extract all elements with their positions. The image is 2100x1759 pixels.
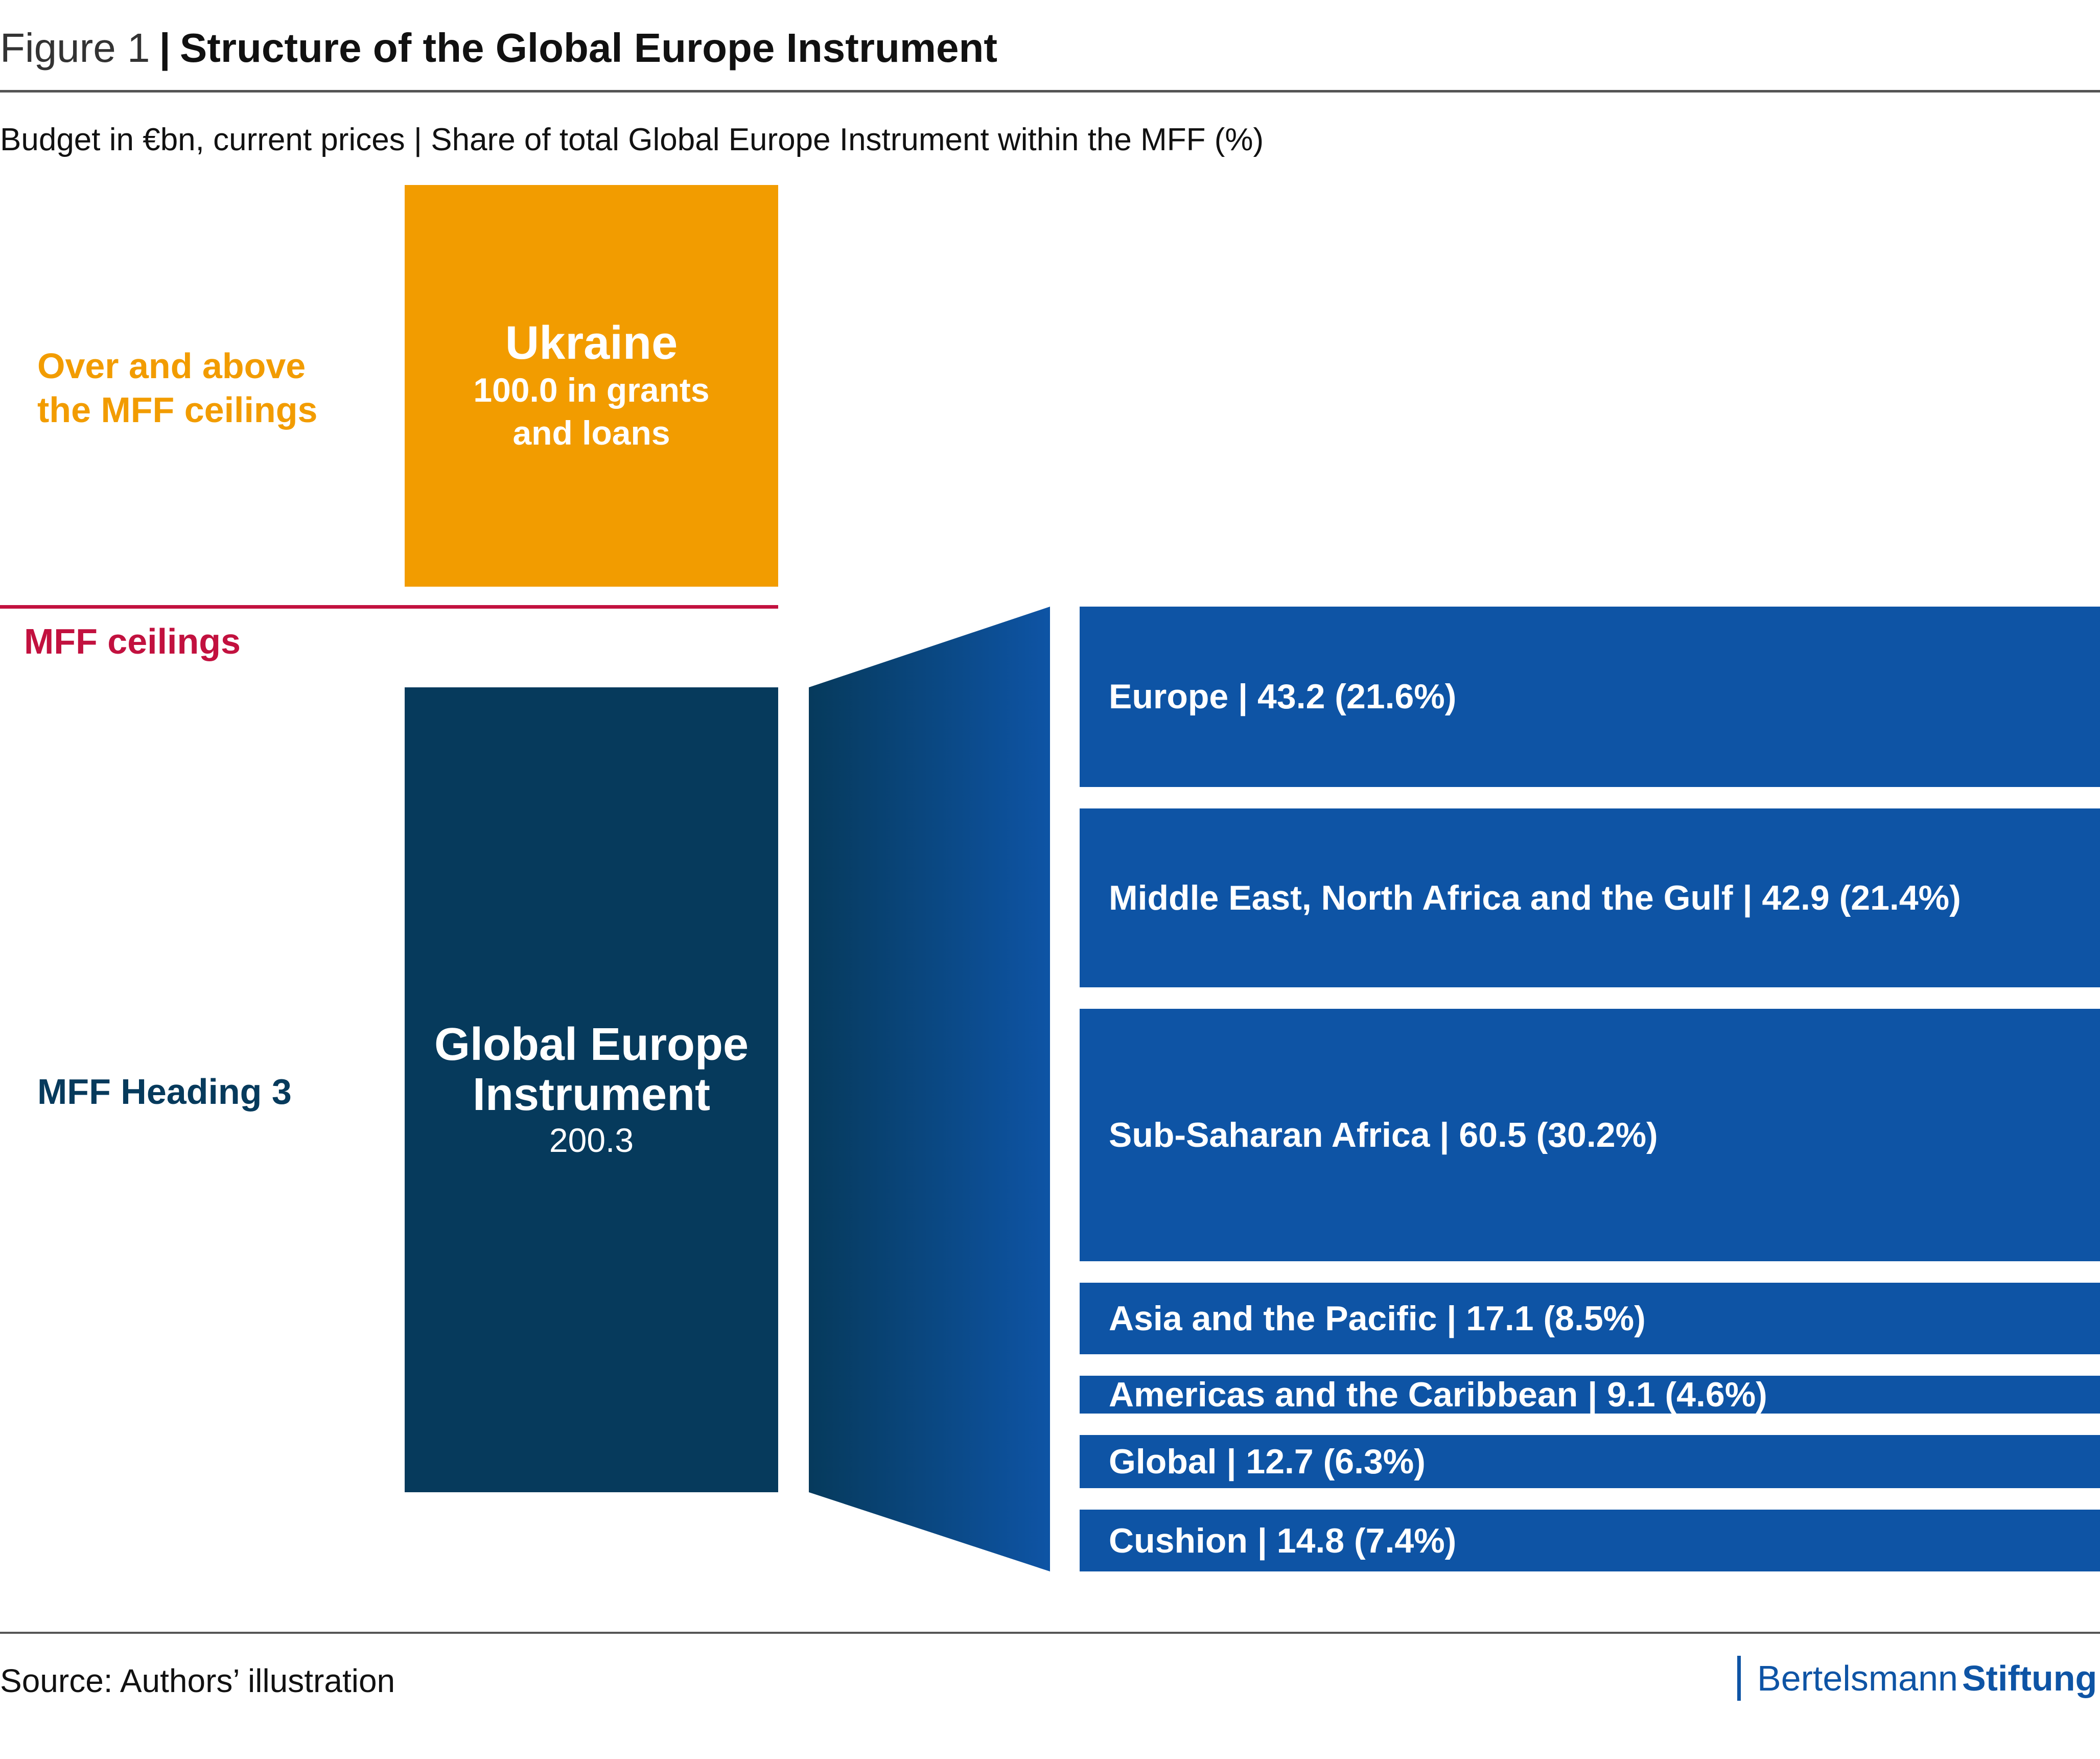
title-text: Structure of the Global Europe Instrumen…: [179, 25, 997, 71]
mff-ceilings-label: MFF ceilings: [24, 621, 241, 661]
region-bar-label: Middle East, North Africa and the Gulf |…: [1109, 878, 1961, 918]
region-bar: Americas and the Caribbean | 9.1 (4.6%): [1080, 1375, 2100, 1415]
region-bar: Cushion | 14.8 (7.4%): [1080, 1510, 2100, 1571]
region-bar-label: Global | 12.7 (6.3%): [1109, 1442, 1426, 1482]
gei-box: Global Europe Instrument 200.3: [405, 687, 778, 1492]
logo-bar: [1737, 1656, 1741, 1701]
logo-text-2: Stiftung: [1962, 1658, 2097, 1698]
gei-title: Global Europe Instrument: [434, 1019, 749, 1120]
subtitle: Budget in €bn, current prices | Share of…: [0, 122, 1264, 157]
mff-heading3-label: MFF Heading 3: [37, 1072, 292, 1112]
region-bar: Europe | 43.2 (21.6%): [1080, 607, 2100, 787]
ukraine-detail: 100.0 in grants and loans: [473, 371, 710, 452]
region-bar-label: Asia and the Pacific | 17.1 (8.5%): [1109, 1299, 1646, 1338]
breakdown-connector: [809, 607, 1050, 1571]
gei-value: 200.3: [549, 1121, 634, 1159]
ukraine-title: Ukraine: [505, 317, 678, 369]
region-bar: Global | 12.7 (6.3%): [1080, 1435, 2100, 1489]
top-rule: [0, 90, 2100, 92]
figure-title: Figure 1|Structure of the Global Europe …: [0, 25, 997, 72]
source-note: Source: Authors’ illustration: [0, 1662, 395, 1699]
region-bar-label: Americas and the Caribbean | 9.1 (4.6%): [1109, 1375, 1767, 1415]
figure-label: Figure 1: [0, 25, 150, 71]
over-above-line2: the MFF ceilings: [37, 390, 318, 430]
region-bar-label: Cushion | 14.8 (7.4%): [1109, 1521, 1457, 1560]
logo-text-1: Bertelsmann: [1757, 1658, 1958, 1698]
ukraine-box: Ukraine 100.0 in grants and loans: [405, 185, 778, 587]
region-bar: Middle East, North Africa and the Gulf |…: [1080, 808, 2100, 988]
over-above-line1: Over and above: [37, 346, 306, 386]
over-above-label: Over and above the MFF ceilings: [37, 344, 317, 432]
region-bar-label: Europe | 43.2 (21.6%): [1109, 677, 1457, 716]
mff-ceiling-line: [0, 605, 778, 609]
title-separator: |: [159, 25, 171, 71]
bottom-rule: [0, 1632, 2100, 1634]
region-bar: Asia and the Pacific | 17.1 (8.5%): [1080, 1283, 2100, 1355]
region-bar-label: Sub-Saharan Africa | 60.5 (30.2%): [1109, 1116, 1658, 1155]
region-bar: Sub-Saharan Africa | 60.5 (30.2%): [1080, 1009, 2100, 1262]
